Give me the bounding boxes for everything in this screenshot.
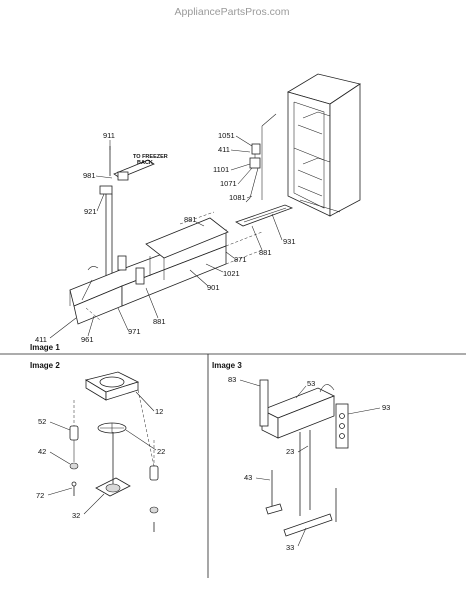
- callout-43: 43: [244, 473, 252, 482]
- image3-caption: Image 3: [212, 361, 242, 370]
- callout-52: 52: [38, 417, 46, 426]
- note-back: BACK: [137, 160, 153, 166]
- duct-channel: [235, 204, 294, 227]
- image1-caption: Image 1: [30, 343, 60, 352]
- grommet-right: [149, 465, 159, 481]
- callout-911: 911: [103, 131, 115, 140]
- callout-871: 871: [234, 255, 247, 264]
- callout-881-a: 881: [184, 215, 197, 224]
- callout-42: 42: [38, 447, 46, 456]
- defrost-heater: [265, 470, 337, 537]
- fan-shroud: [84, 371, 140, 401]
- callout-881-c: 881: [153, 317, 166, 326]
- fan-blade: [97, 422, 127, 434]
- callout-1101: 1101: [213, 165, 229, 174]
- callout-1071: 1071: [220, 179, 237, 188]
- image2-caption: Image 2: [30, 361, 60, 370]
- callout-32: 32: [72, 511, 80, 520]
- bracket-assembly: [245, 113, 277, 203]
- callout-881-b: 881: [259, 248, 272, 257]
- main-duct-assembly: [69, 211, 263, 325]
- callout-921: 921: [84, 207, 97, 216]
- image1-diagram: 911 981 921 TO FREEZER BACK 1051 411 110…: [35, 73, 361, 344]
- nut-42: [69, 462, 79, 470]
- callout-12: 12: [155, 407, 163, 416]
- callout-23: 23: [286, 447, 294, 456]
- callout-1021: 1021: [223, 269, 240, 278]
- refrigerator-cabinet: [287, 73, 361, 217]
- watermark: AppliancePartsPros.com: [175, 6, 290, 18]
- callout-22: 22: [157, 447, 165, 456]
- callout-1081: 1081: [229, 193, 246, 202]
- fan-motor: [95, 432, 131, 497]
- callout-53: 53: [307, 379, 315, 388]
- callout-971: 971: [128, 327, 141, 336]
- callout-961: 961: [81, 335, 94, 344]
- evaporator-housing: [259, 379, 349, 516]
- callout-981: 981: [83, 171, 96, 180]
- image3-diagram: Image 3 83 53 93 23: [212, 361, 390, 552]
- callout-72: 72: [36, 491, 44, 500]
- grommet-52: [69, 425, 79, 441]
- callout-411-top: 411: [218, 145, 230, 154]
- callout-93: 93: [382, 403, 390, 412]
- callout-1051: 1051: [218, 131, 235, 140]
- image1-callouts: 911 981 921 TO FREEZER BACK 1051 411 110…: [35, 131, 296, 344]
- callout-411-bottom: 411: [35, 335, 47, 344]
- callout-33: 33: [286, 543, 294, 552]
- callout-901: 901: [207, 283, 220, 292]
- callout-931: 931: [283, 237, 296, 246]
- note-to-freezer: TO FREEZER: [133, 154, 168, 160]
- image2-diagram: Image 1 Image 2: [30, 343, 165, 532]
- section-frame: [0, 353, 466, 578]
- callout-83: 83: [228, 375, 236, 384]
